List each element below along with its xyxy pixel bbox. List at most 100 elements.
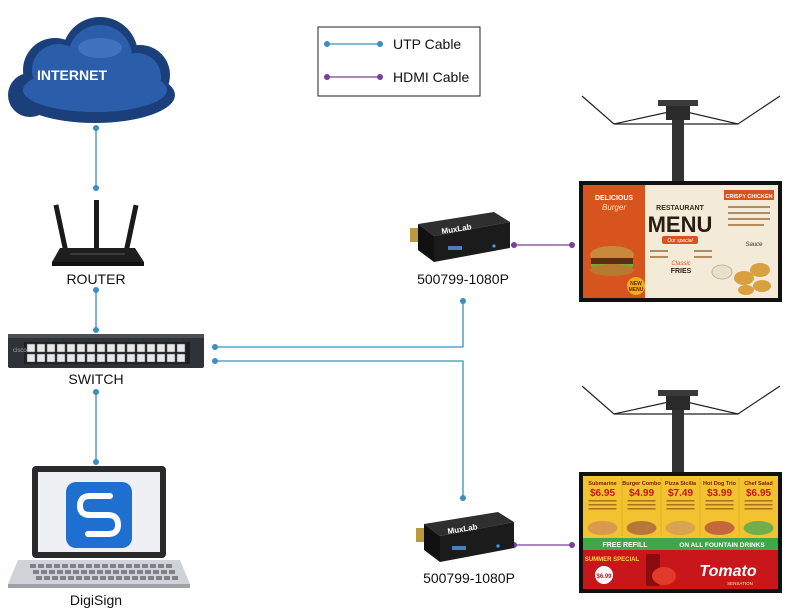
laptop-key bbox=[86, 564, 92, 568]
laptop-key bbox=[36, 576, 42, 580]
menu-item-desc-line bbox=[588, 504, 617, 506]
switch-port bbox=[66, 343, 76, 353]
switch-port bbox=[176, 343, 186, 353]
laptop-key bbox=[38, 564, 44, 568]
router-icon bbox=[52, 200, 144, 266]
menu-item-image bbox=[587, 521, 618, 535]
switch-port bbox=[136, 353, 146, 363]
menu-top-word2: MENU bbox=[648, 212, 713, 237]
laptop-key bbox=[142, 564, 148, 568]
menu-item-price: $3.99 bbox=[707, 488, 732, 499]
laptop-key bbox=[126, 564, 132, 568]
switch-port bbox=[56, 353, 66, 363]
laptop-key bbox=[57, 570, 63, 574]
menu-item-image bbox=[704, 521, 735, 535]
switch-port bbox=[116, 343, 126, 353]
laptop-key bbox=[145, 570, 151, 574]
menu-top-fries1: Classic bbox=[671, 261, 690, 267]
laptop-key bbox=[110, 564, 116, 568]
laptop-key bbox=[108, 576, 114, 580]
laptop-key bbox=[78, 564, 84, 568]
receiver-top-label: 500799-1080P bbox=[417, 271, 509, 287]
laptop-key bbox=[105, 570, 111, 574]
legend-utp-label: UTP Cable bbox=[393, 36, 461, 52]
cloud-icon bbox=[8, 17, 175, 123]
switch-port bbox=[76, 343, 86, 353]
receiver-top-icon: MuxLab bbox=[410, 212, 510, 262]
menu-item-desc-line bbox=[588, 500, 617, 502]
laptop-key bbox=[97, 570, 103, 574]
menu-item-image bbox=[743, 521, 774, 535]
switch-port bbox=[56, 343, 66, 353]
laptop-key bbox=[33, 570, 39, 574]
menu-item-desc-line bbox=[705, 504, 734, 506]
switch-port bbox=[136, 343, 146, 353]
utp-cable-dots bbox=[93, 125, 466, 501]
receiver-bottom-label: 500799-1080P bbox=[423, 570, 515, 586]
receiver-bottom-icon: MuxLab bbox=[416, 512, 514, 562]
laptop-key bbox=[140, 576, 146, 580]
switch-port bbox=[146, 353, 156, 363]
menu-bottom-brand: Tomato bbox=[699, 563, 756, 580]
menu-item-price: $6.95 bbox=[746, 488, 771, 499]
menu-item-name: Burger Combo bbox=[622, 481, 661, 487]
laptop-key bbox=[156, 576, 162, 580]
menu-top-burger-title: DELICIOUS bbox=[595, 195, 633, 202]
ceiling-mount-top bbox=[581, 95, 781, 182]
switch-port bbox=[156, 353, 166, 363]
switch-port bbox=[46, 343, 56, 353]
menu-item-desc-line bbox=[744, 504, 773, 506]
laptop-key bbox=[172, 576, 178, 580]
menu-top-badge1: NEW bbox=[630, 281, 642, 287]
laptop-key bbox=[132, 576, 138, 580]
laptop-key bbox=[60, 576, 66, 580]
legend-hdmi-label: HDMI Cable bbox=[393, 69, 469, 85]
laptop-key bbox=[89, 570, 95, 574]
laptop-key bbox=[70, 564, 76, 568]
laptop-key bbox=[84, 576, 90, 580]
laptop-key bbox=[76, 576, 82, 580]
switch-port bbox=[26, 353, 36, 363]
menu-top-burger-sub: Burger bbox=[602, 203, 626, 212]
laptop-key bbox=[118, 564, 124, 568]
menu-top-chicken: CRISPY CHICKEN bbox=[726, 194, 773, 200]
router-label: ROUTER bbox=[66, 271, 125, 287]
switch-port bbox=[86, 353, 96, 363]
hdmi-cables bbox=[514, 244, 572, 546]
switch-port bbox=[126, 343, 136, 353]
menu-item-price: $7.49 bbox=[668, 488, 693, 499]
laptop-key bbox=[94, 564, 100, 568]
menu-top-fries2: FRIES bbox=[671, 268, 692, 275]
laptop-key bbox=[54, 564, 60, 568]
svg-text:cisco: cisco bbox=[13, 348, 27, 354]
laptop-key bbox=[44, 576, 50, 580]
switch-port bbox=[106, 353, 116, 363]
laptop-key bbox=[134, 564, 140, 568]
switch-port bbox=[66, 353, 76, 363]
menu-item-desc-line bbox=[666, 508, 695, 510]
switch-port bbox=[96, 353, 106, 363]
menu-item-price: $6.95 bbox=[590, 488, 615, 499]
switch-port bbox=[36, 353, 46, 363]
menu-top-badge2: MENU bbox=[629, 287, 644, 293]
laptop-key bbox=[68, 576, 74, 580]
laptop-key bbox=[65, 570, 71, 574]
laptop-key bbox=[30, 564, 36, 568]
laptop-key bbox=[73, 570, 79, 574]
burger-image bbox=[590, 246, 634, 276]
laptop-key bbox=[62, 564, 68, 568]
menu-item-desc-line bbox=[705, 508, 734, 510]
switch-port bbox=[106, 343, 116, 353]
laptop-key bbox=[148, 576, 154, 580]
menu-item-name: Submarine bbox=[588, 481, 616, 487]
laptop-key bbox=[169, 570, 175, 574]
menu-item-name: Pizza Sicilia bbox=[665, 481, 697, 487]
laptop-key bbox=[158, 564, 164, 568]
laptop-key bbox=[137, 570, 143, 574]
laptop-key bbox=[52, 576, 58, 580]
laptop-key bbox=[102, 564, 108, 568]
menu-bottom-banner-right: ON ALL FOUNTAIN DRINKS bbox=[679, 542, 765, 549]
menu-item-desc-line bbox=[744, 500, 773, 502]
menu-item-image bbox=[665, 521, 696, 535]
